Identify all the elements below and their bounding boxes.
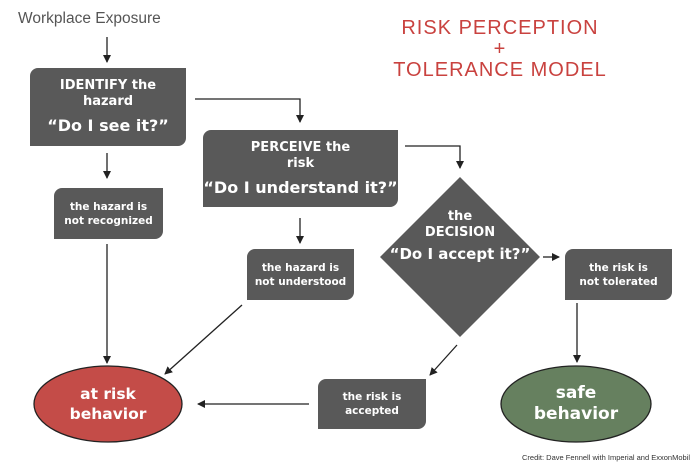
title-line-2: + [493, 38, 507, 60]
decision-text: the DECISION “Do I accept it?” [380, 209, 540, 264]
arrow-identify-to-perceive [195, 98, 304, 123]
perceive-heading-2: risk [286, 155, 315, 171]
perceive-heading-1: PERCEIVE the [250, 139, 351, 155]
not-tolerated-box: the risk is not tolerated [565, 249, 672, 300]
not-understood-box: the hazard is not understood [247, 249, 354, 300]
decision-heading-2: DECISION [424, 225, 496, 240]
safe-line-2: behavior [533, 404, 619, 424]
identify-hazard-box: IDENTIFY the hazard “Do I see it?” [30, 68, 186, 146]
accepted-box: the risk is accepted [318, 379, 426, 429]
identify-question: “Do I see it?” [47, 116, 169, 135]
decision-heading-1: the [447, 209, 473, 224]
not-tolerated-line-2: not tolerated [579, 275, 658, 288]
decision-question: “Do I accept it?” [389, 245, 531, 263]
title-line-1: RISK PERCEPTION [401, 17, 599, 39]
arrow-not-understood-to-at-risk [164, 304, 243, 375]
accepted-line-2: accepted [345, 405, 399, 417]
not-recognized-box: the hazard is not recognized [54, 188, 163, 239]
title-line-3: TOLERANCE MODEL [393, 59, 607, 81]
at-risk-behavior-label: at risk behavior [34, 366, 182, 442]
credit-text: Credit: Dave Fennell with Imperial and E… [522, 453, 690, 462]
diagram-title: RISK PERCEPTION + TOLERANCE MODEL [340, 15, 660, 83]
workplace-exposure-label: Workplace Exposure [18, 10, 161, 27]
safe-oval [500, 365, 652, 443]
accepted-line-1: the risk is [342, 391, 402, 403]
arrow-perceive-to-decision [405, 145, 464, 169]
identify-heading-2: hazard [82, 94, 134, 109]
safe-behavior-label: safe behavior [501, 366, 651, 442]
not-understood-line-1: the hazard is [261, 261, 340, 274]
perceive-risk-box: PERCEIVE the risk “Do I understand it?” [203, 130, 398, 207]
perceive-question: “Do I understand it?” [203, 177, 398, 197]
at-risk-line-2: behavior [69, 405, 147, 423]
not-tolerated-line-1: the risk is [589, 261, 648, 274]
not-recognized-line-1: the hazard is [69, 200, 148, 213]
at-risk-line-1: at risk [80, 385, 136, 403]
arrow-decision-to-accepted [429, 344, 458, 376]
identify-heading-1: IDENTIFY the [59, 78, 157, 93]
at-risk-oval [33, 365, 183, 443]
decision-diamond [380, 177, 540, 337]
safe-line-1: safe [555, 383, 597, 403]
not-recognized-line-2: not recognized [64, 214, 153, 227]
not-understood-line-2: not understood [254, 275, 347, 288]
